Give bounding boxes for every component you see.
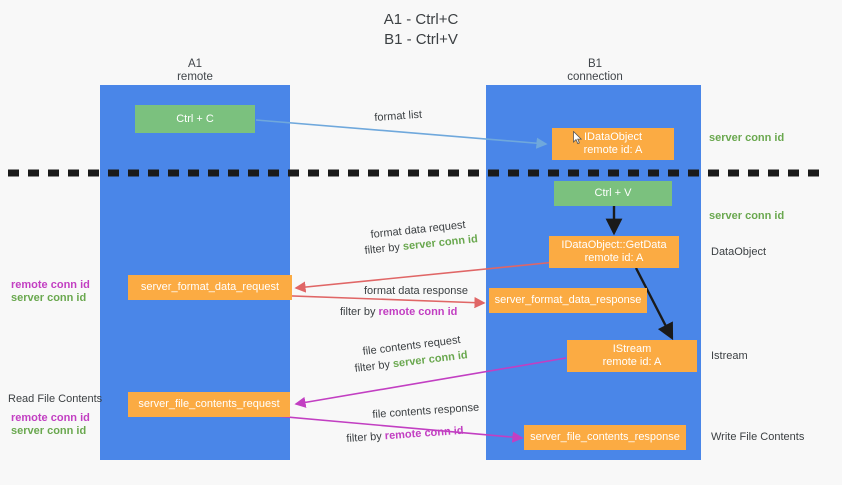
node-ctrl-v[interactable]: Ctrl + V: [554, 181, 672, 206]
node-getdata-label: IDataObject::GetData: [561, 239, 667, 251]
node-idataobject-sub: remote id: A: [583, 144, 643, 156]
arrow-format-data-request: [294, 261, 557, 293]
arrow-file-contents-request: [294, 357, 567, 408]
node-idataobject-label: IDataObject: [583, 131, 643, 143]
column-header-b1: B1 connection: [525, 58, 665, 84]
title-line-2: B1 - Ctrl+V: [384, 31, 458, 48]
node-server-file-contents-response-label: server_file_contents_response: [530, 431, 680, 443]
annotation-text: server conn id: [709, 210, 785, 222]
annotation-text: server conn id: [709, 132, 785, 144]
column-a1-role: remote: [177, 71, 213, 83]
node-getdata-sub: remote id: A: [584, 252, 644, 264]
annotation-text: DataObject: [711, 246, 767, 258]
edge-label-format-data-response-filter: filter by remote conn id: [340, 306, 457, 319]
annotation-remote-conn-id-1: remote conn id: [11, 279, 90, 292]
node-idataobject[interactable]: IDataObject remote id: A: [552, 128, 674, 160]
annotation-istream: Istream: [711, 350, 748, 363]
node-server-file-contents-request[interactable]: server_file_contents_request: [128, 392, 290, 417]
filter-prefix: filter by: [346, 430, 386, 445]
node-server-format-data-request[interactable]: server_format_data_request: [128, 275, 292, 300]
filter-prefix: filter by: [340, 306, 379, 318]
annotation-text: server conn id: [11, 425, 87, 437]
annotation-text: remote conn id: [11, 412, 90, 424]
annotation-text: Istream: [711, 350, 748, 362]
node-ctrl-v-label: Ctrl + V: [594, 187, 632, 199]
annotation-text: Read File Contents: [8, 393, 103, 405]
node-ctrl-c[interactable]: Ctrl + C: [135, 105, 255, 133]
arrow-getdata-to-istream: [634, 267, 674, 341]
filter-value-remote-conn-id: remote conn id: [378, 306, 458, 318]
node-ctrl-c-label: Ctrl + C: [176, 112, 214, 125]
node-server-file-contents-request-label: server_file_contents_request: [138, 398, 280, 410]
node-getdata[interactable]: IDataObject::GetData remote id: A: [549, 236, 679, 268]
node-istream-sub: remote id: A: [602, 356, 662, 368]
edge-label-format-data-response-text: format data response: [364, 285, 468, 297]
edge-label-format-list-text: format list: [374, 108, 423, 124]
column-b1-name: B1: [587, 58, 603, 70]
filter-prefix: filter by: [364, 240, 404, 257]
annotation-write-file-contents: Write File Contents: [711, 431, 804, 444]
annotation-dataobject: DataObject: [711, 246, 766, 259]
annotation-remote-conn-id-2: remote conn id: [11, 412, 90, 425]
annotation-server-conn-id-1: server conn id: [11, 292, 86, 305]
node-istream-label: IStream: [612, 343, 652, 355]
annotation-text: remote conn id: [11, 279, 90, 291]
annotation-read-file-contents: Read File Contents: [8, 393, 102, 406]
annotation-text: Write File Contents: [711, 431, 805, 443]
edge-label-format-data-response: format data response: [364, 285, 468, 298]
arrow-format-list: [255, 119, 548, 149]
node-server-file-contents-response[interactable]: server_file_contents_response: [524, 425, 686, 450]
node-istream[interactable]: IStream remote id: A: [567, 340, 697, 372]
annotation-text: server conn id: [11, 292, 87, 304]
node-server-format-data-request-label: server_format_data_request: [140, 281, 280, 293]
annotation-server-conn-id-top: server conn id: [709, 132, 784, 145]
column-a1-name: A1: [187, 58, 203, 70]
title-line-1: A1 - Ctrl+C: [383, 11, 459, 28]
annotation-server-conn-id-mid: server conn id: [709, 210, 784, 223]
node-server-format-data-response-label: server_format_data_response: [494, 294, 642, 306]
column-b1-role: connection: [567, 71, 623, 83]
annotation-server-conn-id-2: server conn id: [11, 425, 86, 438]
node-server-format-data-response[interactable]: server_format_data_response: [489, 288, 647, 313]
column-header-a1: A1 remote: [125, 58, 265, 84]
page-title: A1 - Ctrl+C B1 - Ctrl+V: [0, 10, 842, 50]
